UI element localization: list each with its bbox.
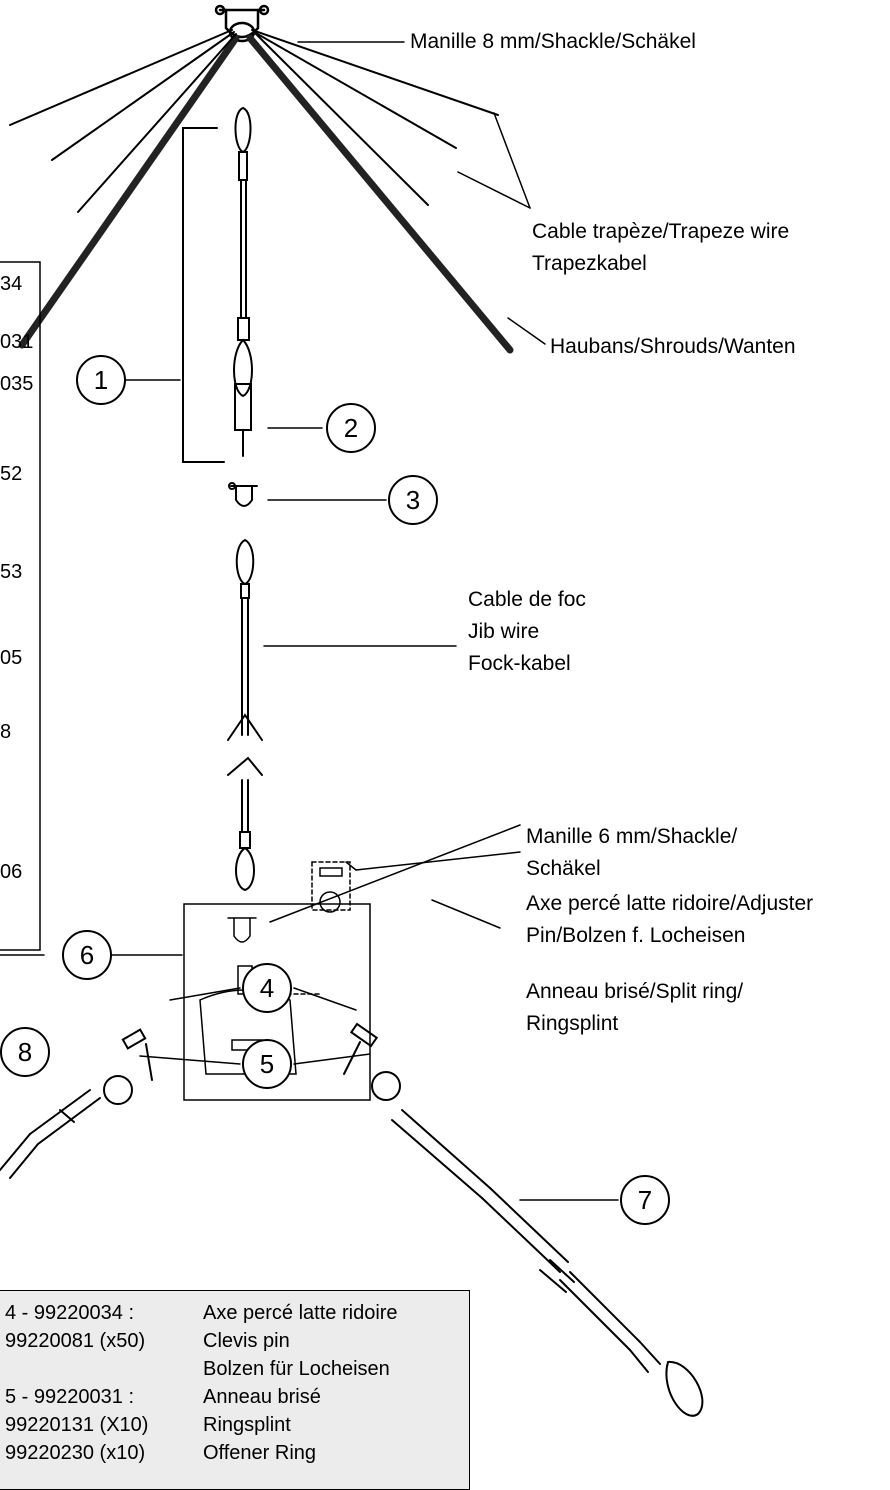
part-description: Clevis pin (203, 1330, 290, 1352)
callout-2: 2 (326, 403, 376, 453)
left-fragment: 05 (0, 647, 23, 669)
callout-1: 1 (76, 355, 126, 405)
label-jib-wire-en: Jib wire (468, 620, 540, 643)
label-split-ring: Anneau brisé/Split ring/ (526, 980, 744, 1003)
label-adjuster-pin: Axe percé latte ridoire/Adjuster (526, 892, 814, 915)
parts-list-box: 4 - 99220034 : Axe percé latte ridoire 9… (0, 1290, 470, 1490)
label-adjuster-pin-2: Pin/Bolzen f. Locheisen (526, 924, 746, 947)
callout-3: 3 (388, 475, 438, 525)
label-trapeze-wire: Cable trapèze/Trapeze wire (532, 220, 790, 243)
left-fragment: 34 (0, 273, 23, 295)
label-shrouds: Haubans/Shrouds/Wanten (550, 335, 796, 358)
left-adjuster (0, 1028, 153, 1179)
part-code: 5 - 99220031 : (5, 1386, 134, 1408)
callout-7: 7 (620, 1175, 670, 1225)
part-description: Ringsplint (203, 1414, 291, 1436)
left-fragment: 53 (0, 561, 23, 583)
left-fragment: 035 (0, 373, 34, 395)
callout-4: 4 (242, 963, 292, 1013)
callout-8: 8 (0, 1027, 50, 1077)
label-split-ring-de: Ringsplint (526, 1012, 619, 1035)
item-3-shackle (228, 482, 258, 507)
left-fragment: 8 (0, 721, 12, 743)
label-shackle-6mm: Manille 6 mm/Shackle/ (526, 825, 738, 848)
trapeze-wire-assembly (233, 106, 253, 457)
part-description: Axe percé latte ridoire (203, 1302, 398, 1324)
part-code: 99220131 (X10) (5, 1414, 149, 1436)
leader-lines (0, 41, 619, 1201)
part-description: Anneau brisé (203, 1386, 321, 1408)
left-fragment: 52 (0, 463, 23, 485)
trapeze-wires-drawing (9, 29, 499, 213)
label-jib-wire-fr: Cable de foc (468, 588, 586, 611)
part-description: Bolzen für Locheisen (203, 1358, 390, 1380)
right-adjuster (343, 1022, 704, 1417)
part-description: Offener Ring (203, 1442, 317, 1464)
jib-wire-assembly (227, 538, 263, 892)
callout-6: 6 (62, 930, 112, 980)
part-code: 99220230 (x10) (5, 1442, 146, 1464)
part-code: 99220081 (x50) (5, 1330, 146, 1352)
item-1-bracket (182, 127, 225, 463)
left-box-frame (0, 261, 41, 951)
label-shackle-6mm-de: Schäkel (526, 857, 601, 880)
left-fragment: 031 (0, 331, 34, 353)
callout-5: 5 (242, 1039, 292, 1089)
label-jib-wire-de: Fock-kabel (468, 652, 571, 675)
left-fragment: 06 (0, 861, 23, 883)
shrouds-drawing (18, 34, 514, 354)
label-trapeze-wire-de: Trapezkabel (532, 252, 647, 275)
label-shackle-8mm: Manille 8 mm/Shackle/Schäkel (410, 30, 696, 53)
part-code: 4 - 99220034 : (5, 1302, 134, 1324)
